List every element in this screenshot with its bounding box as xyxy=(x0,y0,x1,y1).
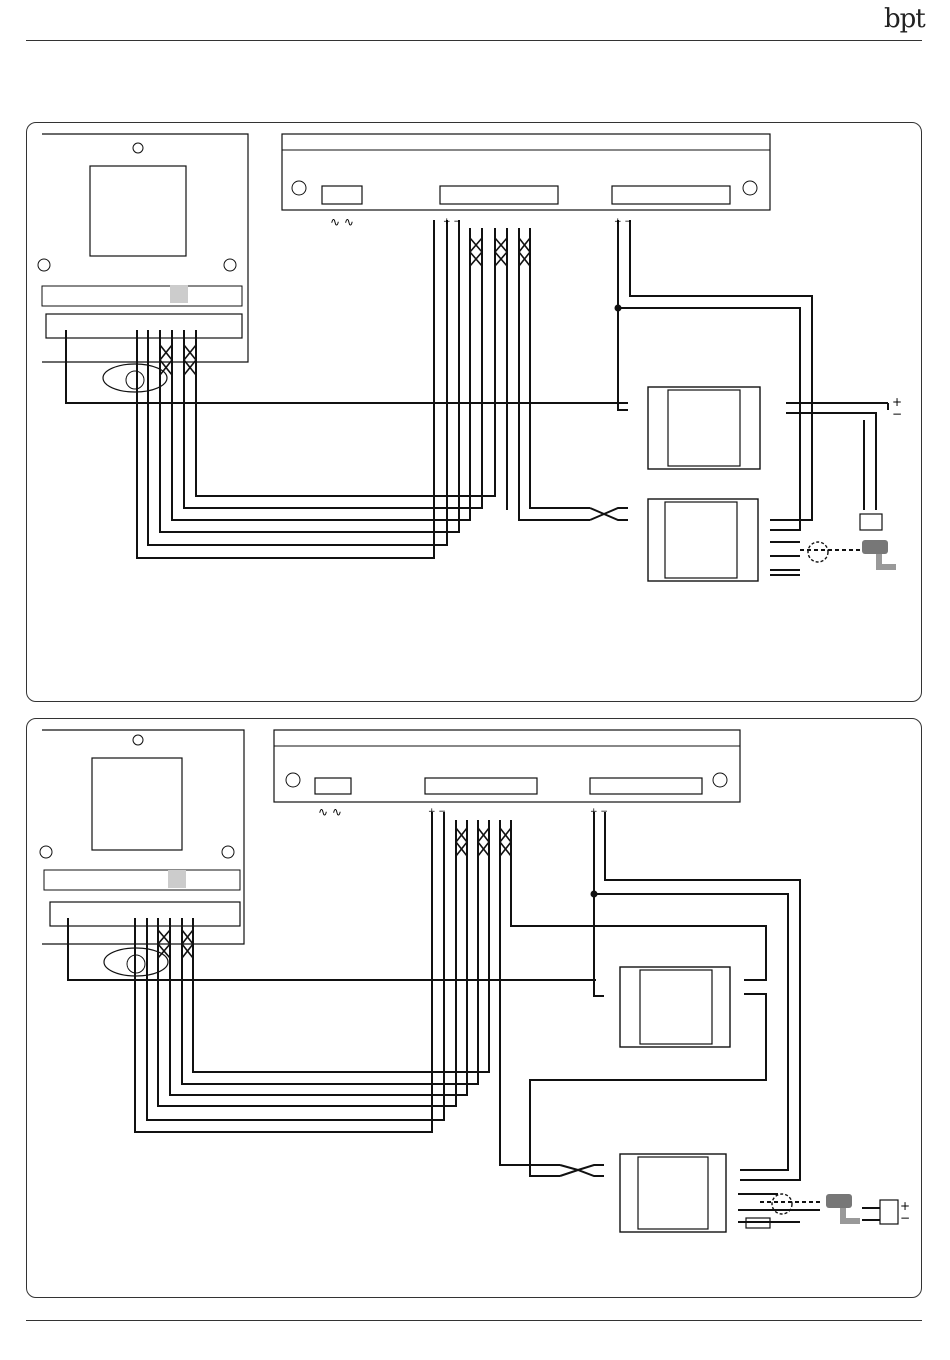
ac-label-2: ∿ ∿ xyxy=(318,805,342,819)
camera-icon-2 xyxy=(826,1194,860,1224)
dc-label-2a: + − xyxy=(428,807,446,817)
supply-minus-2: − xyxy=(900,1211,910,1225)
dc-label-2b: + − xyxy=(590,807,608,817)
power-supply-unit-2 xyxy=(274,730,740,802)
entry-panel-unit-2 xyxy=(40,730,244,976)
